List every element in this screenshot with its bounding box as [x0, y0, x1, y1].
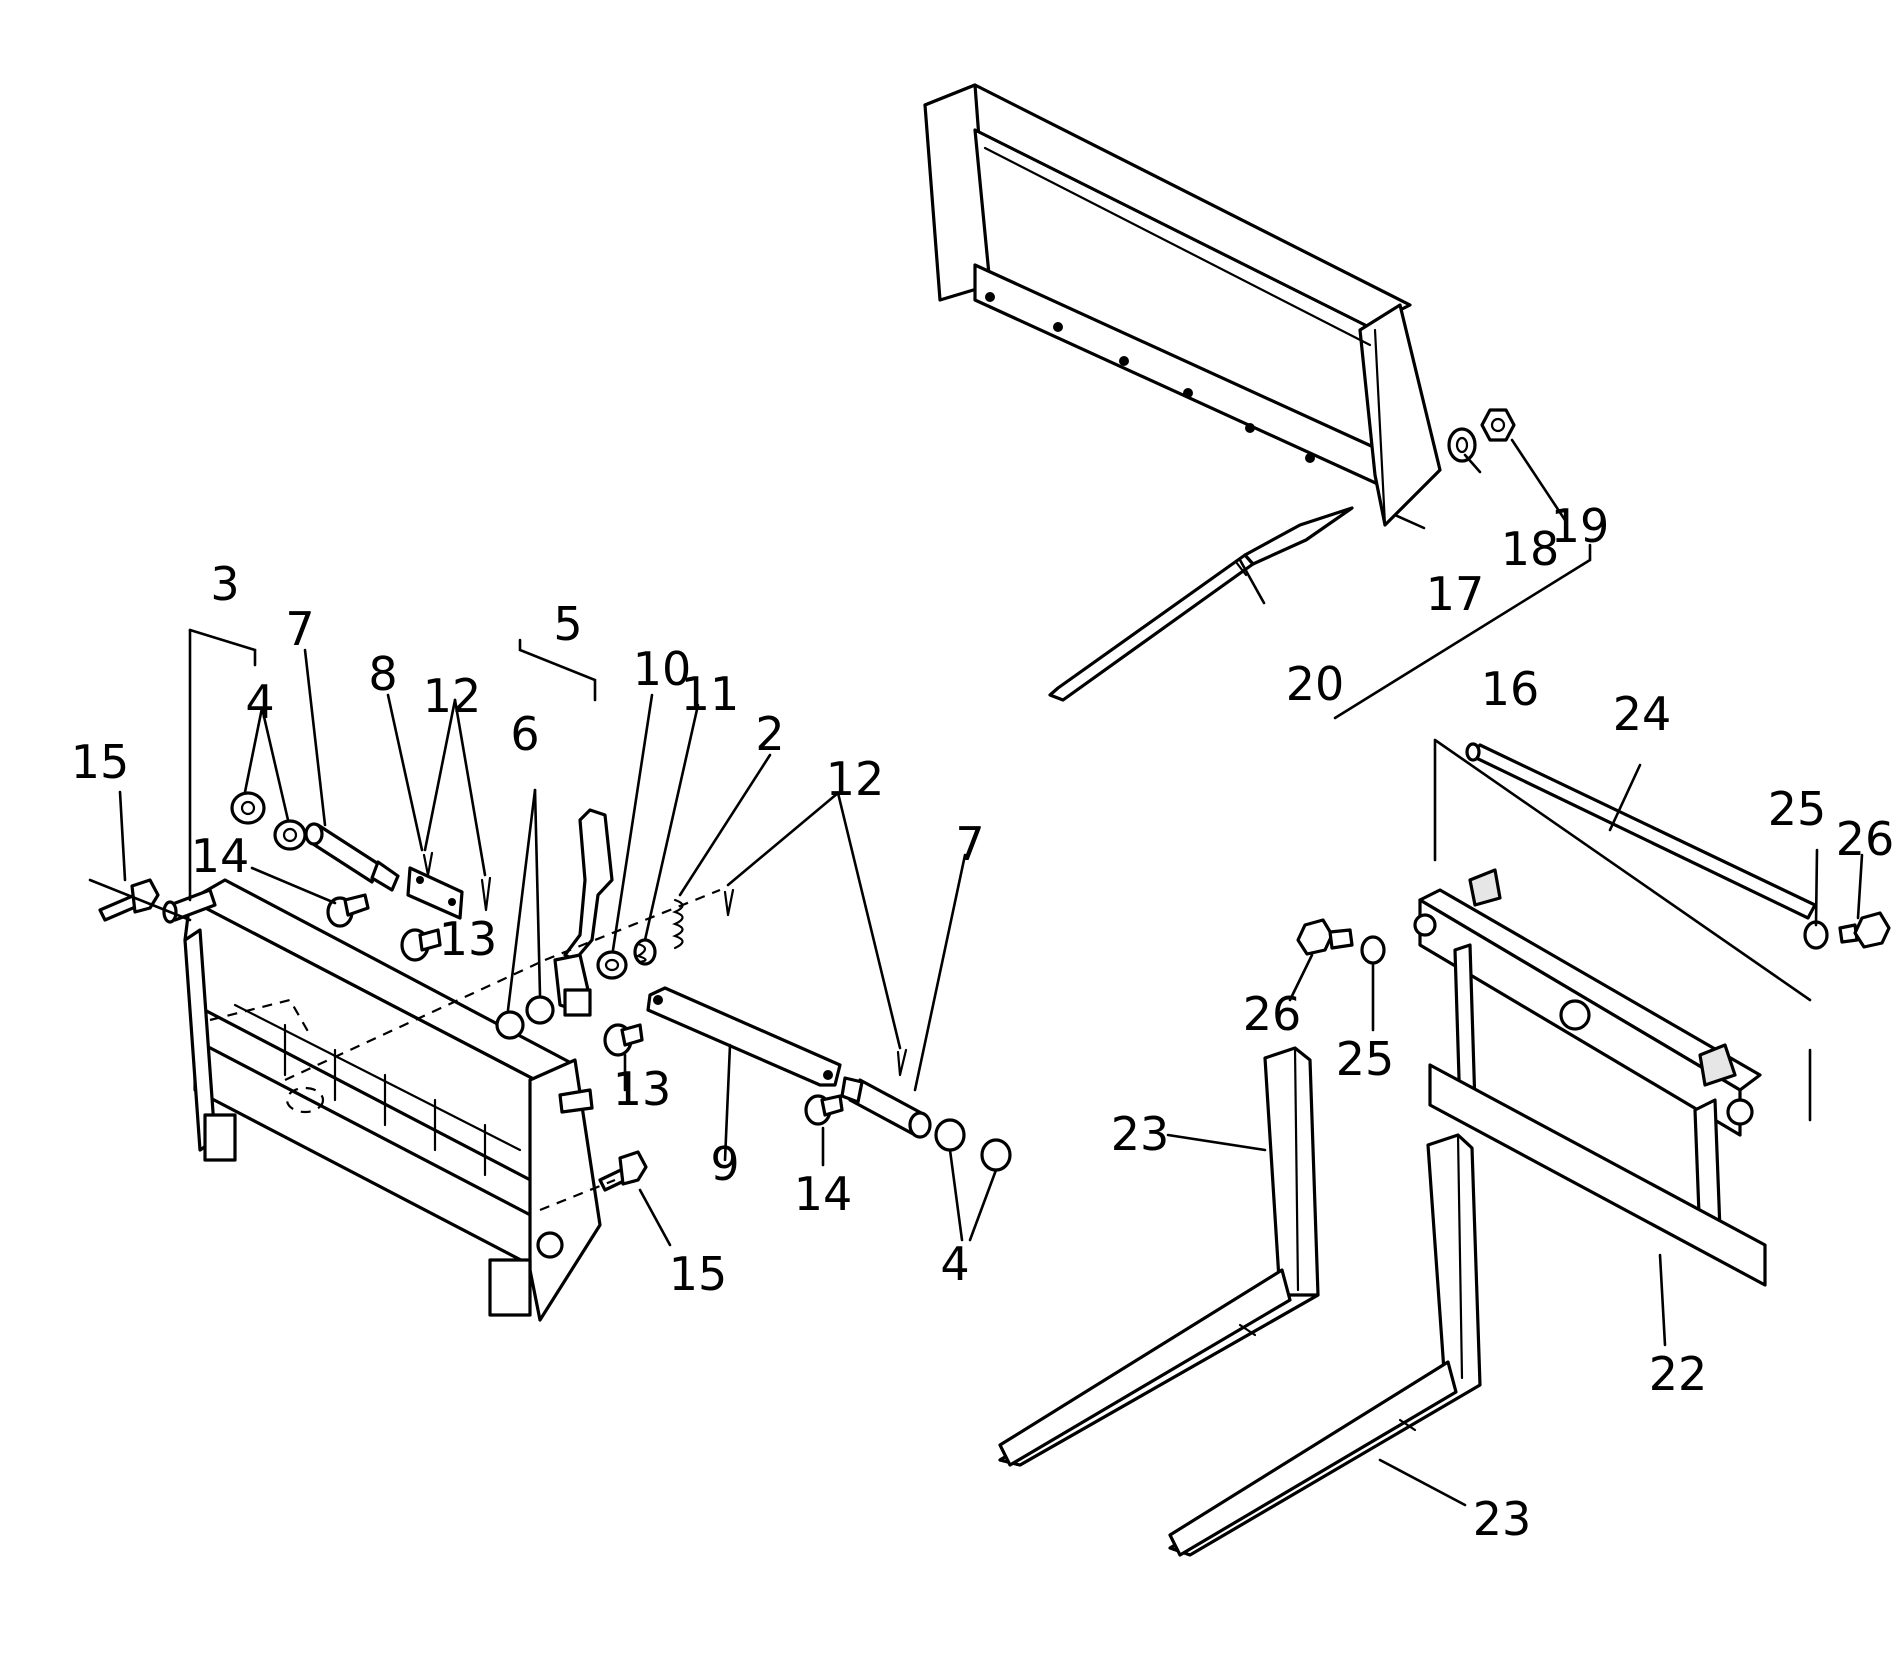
callout-26-left: 26 [1243, 987, 1302, 1041]
fork-part-23-lower [1168, 1133, 1482, 1557]
callout-10: 10 [633, 642, 692, 696]
callout-24: 24 [1613, 687, 1672, 741]
callout-4-right: 4 [940, 1237, 969, 1291]
pin-part-13-left [400, 928, 442, 962]
callout-14-left: 14 [191, 829, 250, 883]
callout-3: 3 [210, 557, 239, 611]
spring-part-11 [633, 938, 657, 966]
bushing-part-4-left-b [273, 819, 307, 851]
bracket-group-5 [518, 638, 597, 702]
callout-17: 17 [1426, 567, 1485, 621]
fork-frame-part-22 [1413, 868, 1767, 1287]
bracket-group-16 [1333, 543, 1592, 720]
callout-19: 19 [1551, 499, 1610, 553]
callout-13-right: 13 [613, 1062, 672, 1116]
callout-4-left: 4 [245, 675, 274, 729]
bracket-group-22 [1433, 738, 1812, 1122]
callout-25-left: 25 [1336, 1032, 1395, 1086]
callout-23-upper: 23 [1111, 1107, 1170, 1161]
bushing-part-6-a [495, 1010, 525, 1040]
callout-9: 9 [710, 1137, 739, 1191]
callout-12-left: 12 [423, 669, 482, 723]
pin-part-7-left [304, 822, 400, 892]
carriage-frame-part-3 [162, 878, 602, 1322]
callout-6: 6 [510, 707, 539, 761]
bushing-part-4-left-a [230, 791, 266, 825]
pin-part-7-right [840, 1076, 932, 1139]
callout-25-right: 25 [1768, 782, 1827, 836]
callout-14-right: 14 [794, 1167, 853, 1221]
bolt-part-26-right [1838, 911, 1891, 949]
link-part-8 [406, 866, 464, 920]
bolt-part-15-right [598, 1150, 648, 1192]
pin-part-13-right [603, 1023, 644, 1057]
bushing-part-6-b [525, 995, 555, 1025]
callout-labels: 2 3 4 4 5 6 7 7 8 9 10 11 12 12 13 13 14… [71, 499, 1893, 1546]
callout-16: 16 [1481, 662, 1540, 716]
callout-7-left: 7 [285, 602, 314, 656]
callout-26-right: 26 [1836, 812, 1893, 866]
shaft-part-24 [1465, 742, 1817, 920]
washer-part-10 [596, 950, 628, 980]
callout-23-lower: 23 [1473, 1492, 1532, 1546]
lever-part-5 [553, 808, 614, 1017]
tooth-pin-part-20 [1048, 506, 1354, 702]
bracket-group-3 [188, 628, 257, 667]
callout-8: 8 [368, 647, 397, 701]
washer-part-25-left [1360, 935, 1386, 965]
callout-11: 11 [681, 667, 740, 721]
callout-13-left: 13 [439, 912, 498, 966]
callout-22: 22 [1649, 1347, 1708, 1401]
nut-part-19 [1480, 408, 1516, 442]
bracket-group-3-base [88, 878, 192, 922]
washer-part-18 [1447, 427, 1477, 463]
cotter-pin-part-12-right-b [896, 1048, 908, 1077]
cotter-pin-part-12-right-a [723, 888, 735, 917]
callout-12-right: 12 [826, 752, 885, 806]
pin-part-14-left [326, 893, 370, 928]
assembly-lines-left [284, 888, 721, 1212]
bolt-part-15-left [98, 878, 160, 922]
bolt-part-26-left [1296, 918, 1354, 956]
fork-part-23-upper [998, 1046, 1320, 1467]
callout-15-right: 15 [669, 1247, 728, 1301]
pin-part-14-right [804, 1094, 844, 1126]
spring-part-2 [672, 898, 684, 950]
cotter-pin-part-12-left-b [480, 876, 492, 912]
cotter-pin-part-12-left-a [422, 851, 434, 877]
callout-18: 18 [1501, 522, 1560, 576]
link-part-9 [646, 986, 842, 1087]
bucket-assembly [923, 83, 1442, 527]
bushing-part-4-right-a [934, 1118, 966, 1152]
callout-7-right: 7 [955, 817, 984, 871]
callout-2: 2 [755, 707, 784, 761]
callout-15-left: 15 [71, 735, 130, 789]
callout-20: 20 [1286, 657, 1345, 711]
callout-5: 5 [553, 597, 582, 651]
bushing-part-4-right-b [980, 1138, 1012, 1172]
